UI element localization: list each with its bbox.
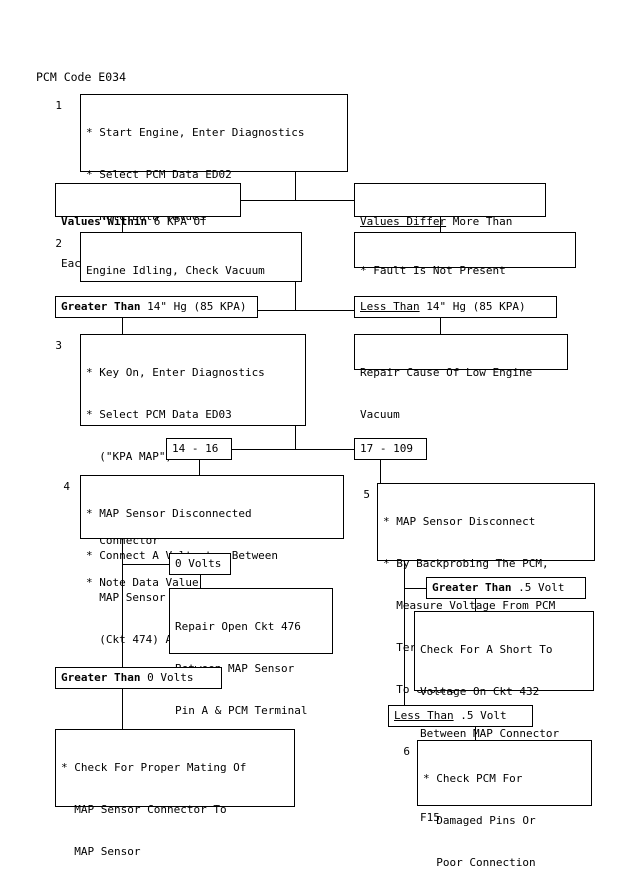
step-6-box: * Check PCM For Damaged Pins Or Poor Con… xyxy=(417,740,592,869)
connector-17-109-down xyxy=(380,460,381,483)
branch-greater-half-rest: .5 Volt xyxy=(511,581,565,594)
branch-greater-than-half-volt: Greater Than .5 Volt xyxy=(426,577,586,599)
branch-greater-14-rest: 14" Hg (85 KPA) xyxy=(140,300,247,313)
branch-range-17-109: 17 - 109 xyxy=(354,438,427,460)
step-3-box: * Key On, Enter Diagnostics * Select PCM… xyxy=(80,334,306,589)
outcome-check-short-432: Check For A Short To Voltage On Ckt 432 … xyxy=(414,611,594,824)
step-5-box: * MAP Sensor Disconnect * By Backprobing… xyxy=(377,483,595,696)
outcome-fault-not-present: * Fault Is Not Present * See Note On Int… xyxy=(354,232,576,319)
connector-to-0-volts xyxy=(122,564,169,565)
connector-split-1 xyxy=(241,200,354,201)
step-3-line-6: * Note Data Value xyxy=(86,576,199,589)
outcome-check-short-line-1: Check For A Short To xyxy=(420,643,553,656)
outcome-repair-vacuum: Repair Cause Of Low Engine Vacuum xyxy=(354,334,568,421)
step-1-line-1: * Start Engine, Enter Diagnostics xyxy=(86,126,305,139)
page-title: PCM Code E034 xyxy=(36,70,127,84)
step-1-box: * Start Engine, Enter Diagnostics * Sele… xyxy=(80,94,348,307)
outcome-check-short-line-5: F15 xyxy=(420,811,440,824)
step-4-box: * MAP Sensor Disconnected * Connect A Vo… xyxy=(80,475,344,646)
step-2-box: Engine Idling, Check Vacuum To Fuel Pres… xyxy=(80,232,302,361)
connector-14-16-down xyxy=(199,460,200,475)
connector-step5-spine xyxy=(404,561,405,705)
connector-greater0-down xyxy=(122,689,123,729)
branch-0-volts: 0 Volts xyxy=(169,553,231,575)
branch-less-14-emphasis: Less Than xyxy=(360,300,420,313)
step-number-6: 6 xyxy=(403,745,410,758)
connector-step2-down xyxy=(295,282,296,310)
branch-greater-0-rest: 0 Volts xyxy=(140,671,194,684)
connector-less-half-down xyxy=(475,727,476,740)
step-6-line-3: Poor Connection xyxy=(423,856,536,869)
connector-0-volts-down xyxy=(200,575,201,588)
outcome-check-mating-line-3: MAP Sensor xyxy=(61,845,141,858)
branch-values-differ-rest: More Than xyxy=(446,215,513,228)
branch-less-14-rest: 14" Hg (85 KPA) xyxy=(419,300,526,313)
branch-greater-than-14: Greater Than 14" Hg (85 KPA) xyxy=(55,296,258,318)
connector-greater-half-down xyxy=(475,599,476,611)
branch-values-differ-line-1: Values Differ More Than xyxy=(360,215,540,229)
outcome-repair-476-line-1: Repair Open Ckt 476 xyxy=(175,620,301,633)
step-5-line-2: * By Backprobing The PCM, xyxy=(383,557,549,570)
outcome-repair-vacuum-line-1: Repair Cause Of Low Engine xyxy=(360,366,533,379)
outcome-check-mating-line-2: MAP Sensor Connector To xyxy=(61,803,227,816)
outcome-check-mating-line-1: * Check For Proper Mating Of xyxy=(61,761,247,774)
branch-less-than-half-volt: Less Than .5 Volt xyxy=(388,705,533,727)
step-6-line-1: * Check PCM For xyxy=(423,772,523,785)
step-number-4: 4 xyxy=(63,480,70,493)
outcome-repair-476-line-3: Pin A & PCM Terminal xyxy=(175,704,308,717)
branch-values-differ-emphasis: Values Differ xyxy=(360,215,447,228)
connector-less14-down xyxy=(440,318,441,334)
branch-less-half-emphasis: Less Than xyxy=(394,709,454,722)
outcome-repair-vacuum-line-2: Vacuum xyxy=(360,408,400,421)
branch-values-within-emphasis: Values Within xyxy=(61,215,148,228)
branch-greater-than-0-volts: Greater Than 0 Volts xyxy=(55,667,222,689)
connector-step4-spine xyxy=(122,539,123,667)
branch-values-within-rest: 6 KPA Of xyxy=(147,215,207,228)
step-4-line-1: * MAP Sensor Disconnected xyxy=(86,507,252,520)
connector-differ-down xyxy=(440,217,441,232)
step-3-line-1: * Key On, Enter Diagnostics xyxy=(86,366,265,379)
branch-less-half-rest: .5 Volt xyxy=(453,709,507,722)
step-2-line-1: Engine Idling, Check Vacuum xyxy=(86,264,265,277)
branch-values-within-line-1: Values Within 6 KPA Of xyxy=(61,215,235,229)
connector-step1-down xyxy=(295,172,296,200)
branch-greater-0-emphasis: Greater Than xyxy=(61,671,141,684)
step-number-5: 5 xyxy=(363,488,370,501)
connector-greater14-down xyxy=(122,318,123,334)
outcome-check-short-line-3: Between MAP Connector xyxy=(420,727,560,740)
step-number-2: 2 xyxy=(55,237,62,250)
step-1-line-2: * Select PCM Data ED02 xyxy=(86,168,232,181)
branch-greater-half-emphasis: Greater Than xyxy=(432,581,512,594)
branch-less-than-14: Less Than 14" Hg (85 KPA) xyxy=(354,296,557,318)
outcome-check-short-line-2: Voltage On Ckt 432 xyxy=(420,685,540,698)
step-5-line-3: Measure Voltage From PCM xyxy=(383,599,556,612)
connector-split-3 xyxy=(232,449,354,450)
outcome-fault-line-1: * Fault Is Not Present xyxy=(360,264,506,277)
branch-values-within: Values Within 6 KPA Of Each Other At Idl… xyxy=(55,183,241,270)
step-6-line-2: Damaged Pins Or xyxy=(423,814,536,827)
connector-split-2 xyxy=(258,310,354,311)
step-number-3: 3 xyxy=(55,339,62,352)
step-5-line-1: * MAP Sensor Disconnect xyxy=(383,515,536,528)
outcome-repair-open-476: Repair Open Ckt 476 Between MAP Sensor P… xyxy=(169,588,333,759)
outcome-check-mating: * Check For Proper Mating Of MAP Sensor … xyxy=(55,729,295,858)
branch-greater-14-emphasis: Greater Than xyxy=(61,300,141,313)
step-number-1: 1 xyxy=(55,99,62,112)
branch-values-differ: Values Differ More Than 6 KPA At Idle xyxy=(354,183,546,270)
branch-range-14-16: 14 - 16 xyxy=(166,438,232,460)
step-3-line-2: * Select PCM Data ED03 xyxy=(86,408,232,421)
connector-within-down xyxy=(122,217,123,232)
connector-to-greater-half xyxy=(404,588,426,589)
connector-step3-down xyxy=(295,426,296,449)
